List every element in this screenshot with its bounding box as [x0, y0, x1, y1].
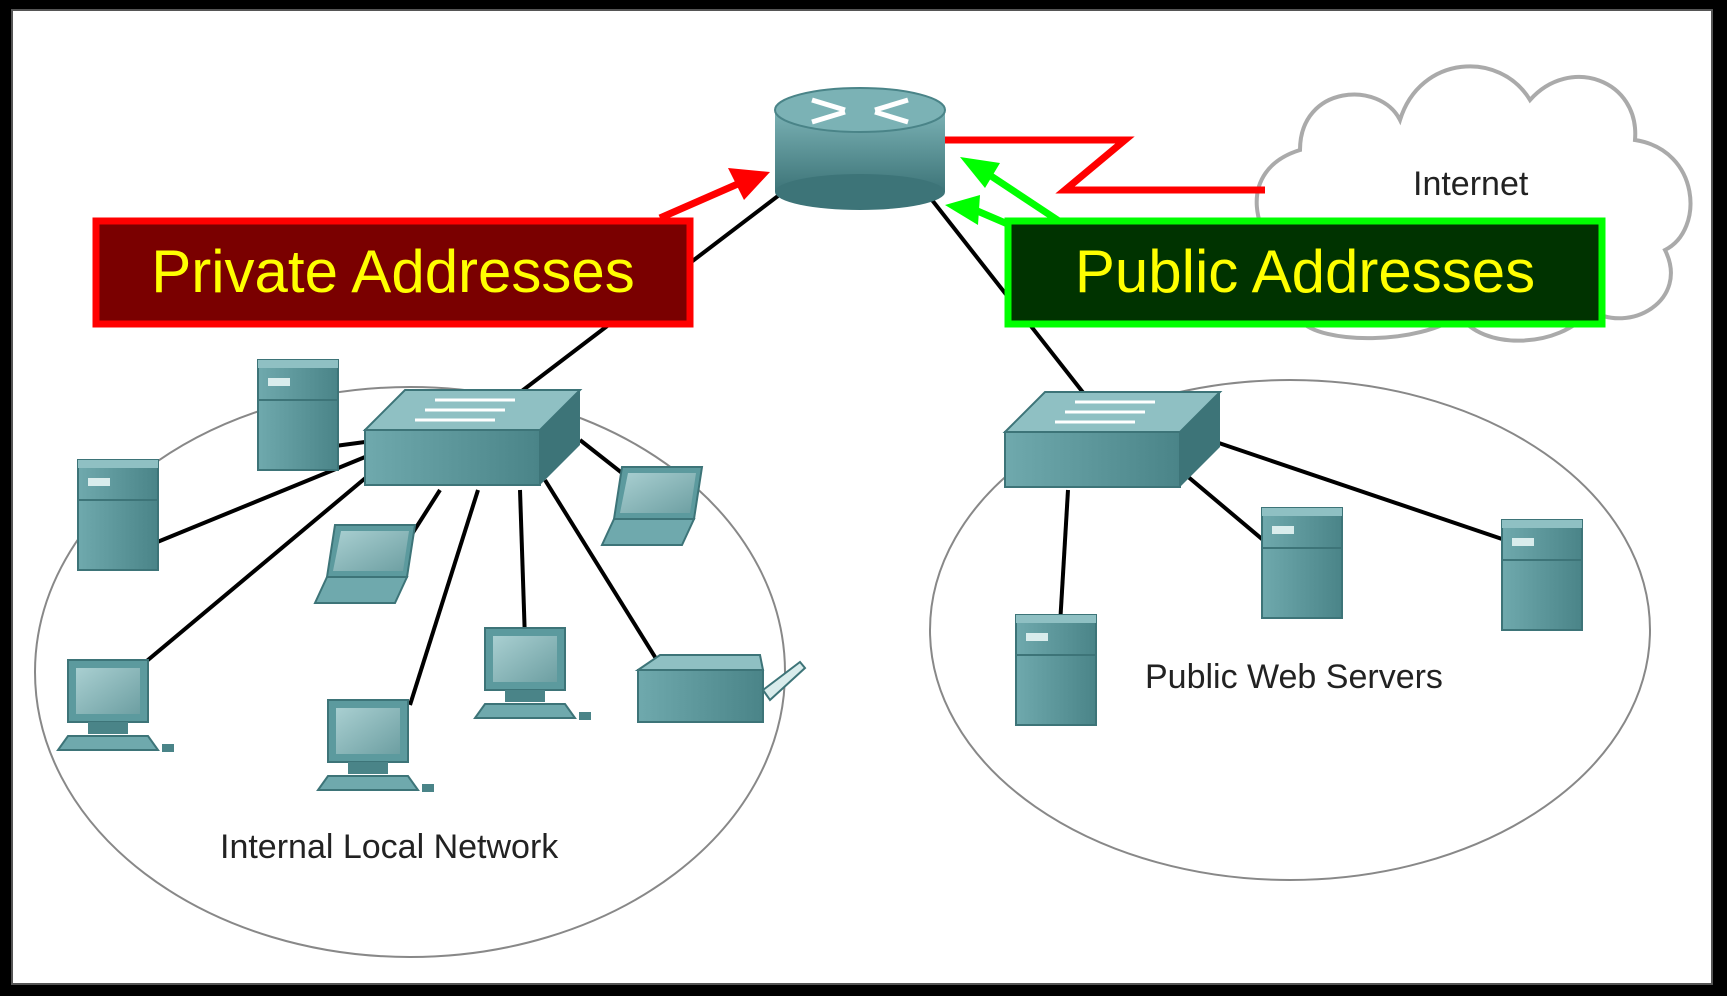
- public-arrow: [945, 157, 1067, 229]
- public-server-zone: [929, 379, 1651, 881]
- router-icon: [774, 87, 946, 210]
- private-addresses-callout: Private Addresses: [92, 217, 694, 328]
- server-icon: [1015, 614, 1097, 726]
- public-addresses-label: Public Addresses: [1075, 238, 1535, 305]
- internet-label: Internet: [1413, 165, 1529, 203]
- server-icon: [1261, 507, 1343, 619]
- server-icon: [257, 359, 339, 471]
- internal-network-label: Internal Local Network: [220, 828, 559, 866]
- private-arrow: [658, 168, 770, 222]
- printer-icon: [634, 654, 807, 723]
- server-switch-icon: [1003, 390, 1222, 489]
- wan-link: [940, 136, 1265, 194]
- server-icon: [77, 459, 159, 571]
- private-addresses-label: Private Addresses: [151, 238, 635, 305]
- public-web-servers-label: Public Web Servers: [1145, 658, 1443, 696]
- lan-switch-icon: [363, 388, 582, 487]
- server-icon: [1501, 519, 1583, 631]
- public-addresses-callout: Public Addresses: [1004, 217, 1606, 328]
- internal-network-zone: [34, 386, 786, 958]
